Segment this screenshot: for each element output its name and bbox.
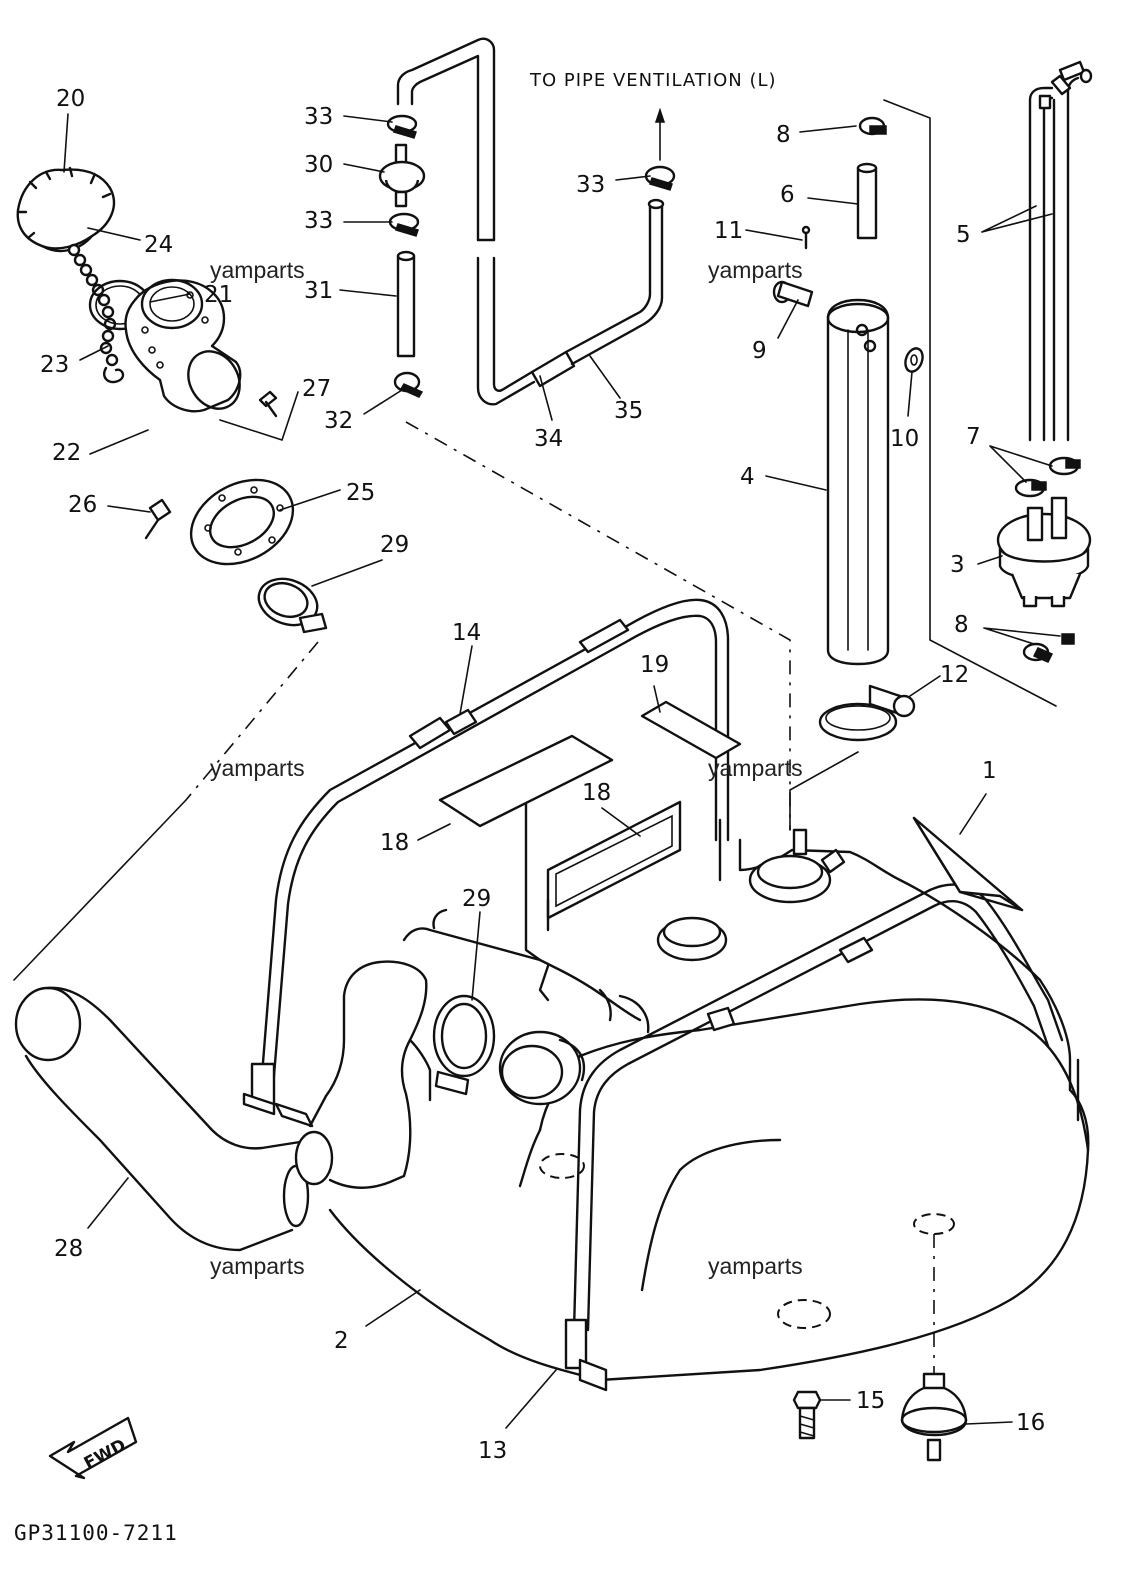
hose-6[interactable] <box>856 162 878 240</box>
vent-hose-31[interactable] <box>396 250 416 358</box>
callout-33-b: 33 <box>304 208 333 234</box>
callout-11: 11 <box>714 218 743 244</box>
callout-34: 34 <box>534 426 563 452</box>
washer-10[interactable] <box>902 346 925 374</box>
rubber-mount-16[interactable] <box>900 1372 968 1462</box>
callout-10: 10 <box>890 426 919 452</box>
callout-23: 23 <box>40 352 69 378</box>
callout-29-upper: 29 <box>380 532 409 558</box>
callout-30: 30 <box>304 152 333 178</box>
callout-8-lower: 8 <box>954 612 969 638</box>
watermark: yamparts <box>210 1253 305 1279</box>
callout-1: 1 <box>982 758 997 784</box>
forward-arrow: FWD <box>48 1416 138 1480</box>
plate-1[interactable] <box>912 816 1024 912</box>
callout-35: 35 <box>614 398 643 424</box>
callout-28: 28 <box>54 1236 83 1262</box>
screw-27 <box>258 390 278 418</box>
callout-15: 15 <box>856 1388 885 1414</box>
collar-9[interactable] <box>772 280 814 308</box>
tank-hidden-features <box>539 1153 955 1400</box>
filler-hose-28[interactable] <box>14 960 432 1252</box>
callout-14: 14 <box>452 620 481 646</box>
hose-clamp-29-upper[interactable] <box>252 571 328 634</box>
bolt-15[interactable] <box>792 1390 822 1440</box>
vent-hose-upper[interactable] <box>396 37 496 242</box>
clamps-7[interactable] <box>1014 456 1081 498</box>
fuel-pump-3[interactable] <box>996 496 1092 608</box>
callout-18-upper: 18 <box>380 830 409 856</box>
callout-19: 19 <box>640 652 669 678</box>
vent-destination-note: TO PIPE VENTILATION (L) <box>529 70 777 91</box>
clamp-32[interactable] <box>393 371 424 398</box>
cap-chain <box>67 243 119 367</box>
callout-25: 25 <box>346 480 375 506</box>
cap-chain-clip <box>103 366 125 384</box>
tank-strap-14[interactable] <box>242 598 730 1128</box>
clamp-33-a[interactable] <box>386 114 418 139</box>
callout-20: 20 <box>56 86 85 112</box>
label-18-upper[interactable] <box>438 734 614 828</box>
vent-hose-35[interactable] <box>476 198 665 406</box>
label-19[interactable] <box>640 700 742 760</box>
filler-gasket[interactable] <box>176 463 307 581</box>
watermark: yamparts <box>708 257 803 283</box>
fuel-cap[interactable] <box>16 166 116 253</box>
callout-33-a: 33 <box>304 104 333 130</box>
filler-neck[interactable] <box>124 278 249 418</box>
tank-strap-13[interactable] <box>564 883 1064 1392</box>
callout-7: 7 <box>966 424 981 450</box>
vent-direction-arrow <box>654 107 666 161</box>
fuel-hoses-5[interactable] <box>1028 60 1093 442</box>
callout-12: 12 <box>940 662 969 688</box>
grommet-12[interactable] <box>818 684 916 742</box>
clamps-8-lower[interactable] <box>1022 633 1075 663</box>
callout-numbers: 20 24 21 23 22 27 26 25 29 33 30 33 31 3… <box>40 86 1045 1464</box>
callout-26: 26 <box>68 492 97 518</box>
callout-18-lower: 18 <box>582 780 611 806</box>
bolt-26 <box>144 498 172 540</box>
callout-33-c: 33 <box>576 172 605 198</box>
callout-22: 22 <box>52 440 81 466</box>
callout-4: 4 <box>740 464 755 490</box>
callout-6: 6 <box>780 182 795 208</box>
callout-8-upper: 8 <box>776 122 791 148</box>
watermark: yamparts <box>708 1253 803 1279</box>
leader-lines <box>63 113 1061 1429</box>
tank-filler-ring <box>656 828 846 962</box>
fuel-sender-tube[interactable] <box>826 298 890 666</box>
clamp-33-b[interactable] <box>388 212 420 237</box>
assembly-frame-lines <box>13 99 1057 981</box>
clamp-33-c[interactable] <box>644 165 676 191</box>
callout-2: 2 <box>334 1328 349 1354</box>
callout-24: 24 <box>144 232 173 258</box>
callout-5: 5 <box>956 222 971 248</box>
callout-3: 3 <box>950 552 965 578</box>
label-18-lower[interactable] <box>546 800 682 920</box>
pin-11[interactable] <box>801 225 811 250</box>
callout-27: 27 <box>302 376 331 402</box>
watermarks: yamparts yamparts yamparts yamparts yamp… <box>210 257 803 1279</box>
callout-31: 31 <box>304 278 333 304</box>
watermark: yamparts <box>210 755 305 781</box>
callout-9: 9 <box>752 338 767 364</box>
callout-32: 32 <box>324 408 353 434</box>
callout-21: 21 <box>204 282 233 308</box>
watermark: yamparts <box>210 257 305 283</box>
watermark: yamparts <box>708 755 803 781</box>
callout-13: 13 <box>478 1438 507 1464</box>
vent-check-valve[interactable] <box>378 143 426 208</box>
callout-29-lower: 29 <box>462 886 491 912</box>
tank-outlet-grommet[interactable] <box>498 1030 586 1106</box>
hose-clamp-29-lower[interactable] <box>432 994 496 1096</box>
callout-16: 16 <box>1016 1410 1045 1436</box>
clamp-8-upper[interactable] <box>858 116 887 136</box>
diagram-code: GP31100-7211 <box>14 1521 178 1545</box>
